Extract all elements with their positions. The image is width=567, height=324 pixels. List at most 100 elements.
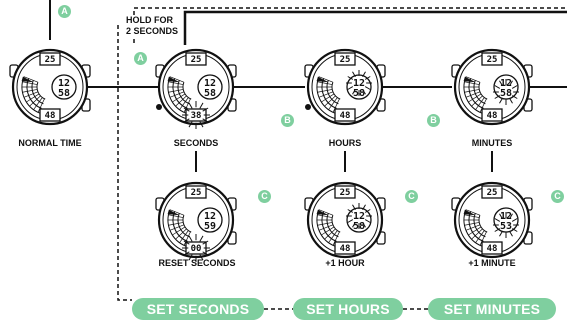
gauge-tick (318, 91, 334, 98)
watch-label-reset-seconds: RESET SECONDS (158, 258, 236, 268)
gauge-arc (468, 211, 484, 242)
button-a-marker-hold: A (134, 52, 147, 65)
blink-hour-ray (352, 221, 356, 228)
hold-note-line-1: HOLD FOR (126, 15, 173, 25)
top-display-frame (334, 52, 356, 66)
gauge-tick (328, 97, 338, 110)
connector-return (183, 10, 567, 45)
gauge-tick (175, 228, 187, 240)
gauge-tick (468, 93, 482, 103)
bottom-display: 38 (191, 111, 202, 121)
gauge-tick (464, 81, 480, 85)
bottom-display: 00 (191, 244, 202, 254)
hold-note: HOLD FOR 2 SECONDS (126, 15, 179, 37)
top-display: 25 (191, 55, 202, 65)
gauge-arc (331, 82, 341, 100)
blink-bottom-ray (188, 235, 193, 242)
blink-minute-ray (511, 228, 518, 232)
gauge-pointer (463, 209, 476, 216)
gauge-tick (324, 95, 336, 107)
gauge-tick (168, 89, 184, 93)
time-hour: 12 (204, 211, 216, 222)
button-b-marker-hours: B (281, 114, 294, 127)
top-display-frame (39, 52, 61, 66)
bottom-display-frame (334, 241, 356, 255)
gauge-tick (479, 98, 487, 113)
gauge-tick (22, 81, 38, 85)
blink-hour-ray (352, 204, 356, 211)
gauge-tick (169, 76, 185, 83)
gauge-tick (179, 97, 189, 110)
gauge-tick (321, 226, 335, 236)
gauge-arc (473, 213, 486, 238)
time-hour: 12 (353, 211, 365, 222)
watch-label-plus-one-hour: +1 HOUR (325, 258, 365, 268)
mode-set-minutes: SET MINUTES (428, 298, 556, 320)
bottom-display-frame (39, 108, 61, 122)
gauge-arc (326, 213, 339, 238)
button-b-marker-minutes: B (427, 114, 440, 127)
gauge-tick (475, 97, 485, 110)
gauge-tick (29, 95, 41, 107)
gauge-arc (177, 80, 190, 105)
gauge-tick (183, 231, 191, 246)
blink-minute-ray (494, 95, 501, 99)
gauge-pointer (463, 76, 476, 83)
gauge-tick (332, 98, 340, 113)
gauge-tick (317, 81, 333, 85)
gauge-tick (464, 214, 480, 218)
gauge-tick (471, 228, 483, 240)
button-c-marker-minutes: C (551, 190, 564, 203)
gauge-arc (36, 82, 46, 100)
gauge-tick (22, 89, 38, 93)
blink-minute-ray (499, 230, 503, 237)
blink-bottom-ray (202, 107, 209, 112)
blink-bottom-ray (183, 240, 190, 245)
top-display-frame (185, 185, 207, 199)
gauge-tick (37, 98, 45, 113)
blink-hour-ray (352, 71, 356, 78)
gauge-tick (328, 230, 338, 243)
gauge-tick (169, 224, 185, 231)
gauge-tick (465, 224, 481, 231)
gauge-tick (183, 98, 191, 113)
gauge-arc (177, 213, 190, 238)
watch-label-plus-one-minute: +1 MINUTE (468, 258, 516, 268)
gauge-arc (321, 211, 337, 242)
bottom-display-frame (481, 108, 503, 122)
gauge-arc (326, 80, 339, 105)
gauge-tick (172, 226, 186, 236)
gauge-tick (464, 89, 480, 93)
gauge-tick (168, 81, 184, 85)
time-hour: 12 (353, 78, 365, 89)
blink-hour-ray (347, 86, 354, 90)
gauge-tick (465, 76, 481, 83)
blink-hour-ray (362, 71, 366, 78)
top-display: 25 (340, 55, 351, 65)
blink-minute-ray (509, 80, 513, 87)
watch-label-normal-time: NORMAL TIME (18, 138, 82, 148)
blink-minute-ray (499, 213, 503, 220)
gauge-tick (172, 93, 186, 103)
gauge-arc (331, 215, 341, 233)
blink-minute-ray (494, 228, 501, 232)
time-minute: 53 (500, 221, 512, 232)
gauge-tick (318, 224, 334, 231)
mode-set-hours: SET HOURS (293, 298, 403, 320)
blink-bottom-ray (188, 254, 193, 261)
top-display: 25 (191, 188, 202, 198)
gauge-tick (465, 91, 481, 98)
gauge-arc (182, 82, 192, 100)
time-hour: 12 (204, 78, 216, 89)
gauge-tick (169, 209, 185, 216)
watch-label-minutes: MINUTES (471, 138, 513, 148)
gauge-tick (471, 95, 483, 107)
button-a-marker: A (58, 5, 71, 18)
blink-hour-ray (364, 219, 371, 223)
gauge-tick (475, 230, 485, 243)
blink-minute-ray (509, 230, 513, 237)
